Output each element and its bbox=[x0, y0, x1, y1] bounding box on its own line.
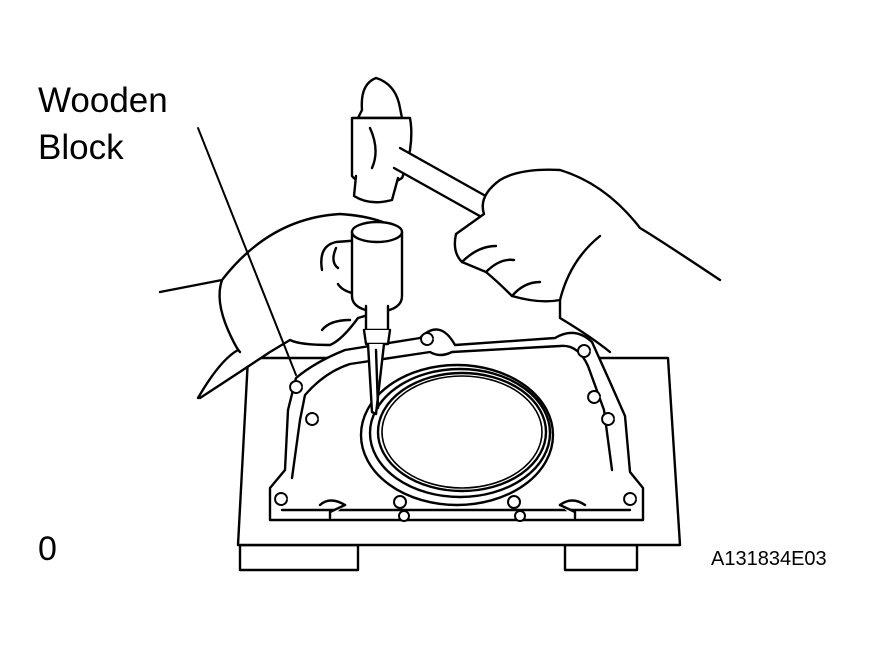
hammer-tool bbox=[350, 76, 502, 226]
callout-label-line1: Wooden bbox=[38, 81, 168, 120]
callout-label-line2: Block bbox=[38, 128, 124, 167]
corner-mark: 0 bbox=[38, 530, 57, 568]
oil-seal bbox=[359, 363, 555, 507]
callout-leader-line bbox=[197, 127, 297, 376]
punch-tool bbox=[350, 220, 404, 416]
right-hand bbox=[453, 168, 722, 354]
bolt-holes bbox=[274, 332, 637, 522]
figure-code: A131834E03 bbox=[711, 548, 827, 570]
